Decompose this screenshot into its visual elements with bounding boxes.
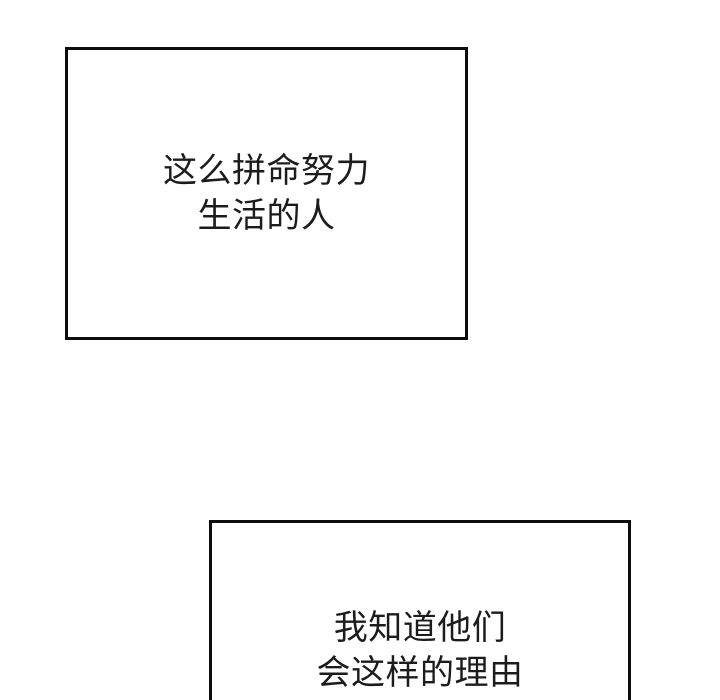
panel-2-dialogue-line-2: 会这样的理由 — [316, 653, 524, 693]
panel-1-dialogue-line-1: 这么拼命努力 — [163, 151, 370, 191]
panel-1-dialogue-text: 这么拼命努力 生活的人 — [68, 149, 465, 239]
comic-panel-2: 我知道他们 会这样的理由 — [209, 520, 631, 700]
panel-1-dialogue-line-2: 生活的人 — [197, 196, 336, 236]
panel-2-dialogue-line-1: 我知道他们 — [333, 608, 507, 648]
comic-panel-1: 这么拼命努力 生活的人 — [65, 47, 468, 340]
panel-2-dialogue-text: 我知道他们 会这样的理由 — [212, 606, 628, 696]
